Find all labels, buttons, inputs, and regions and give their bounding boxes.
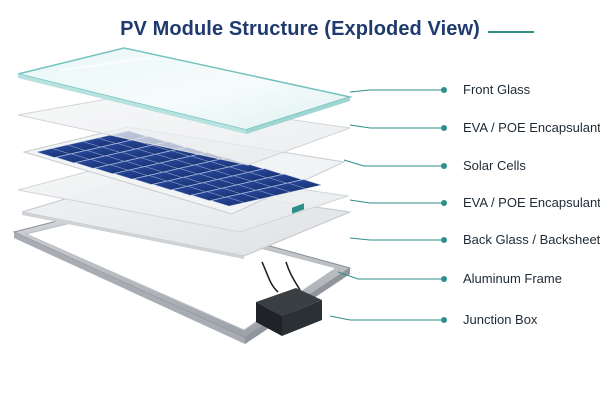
eva-top-layer — [17, 95, 351, 166]
junction-box — [256, 203, 322, 336]
callout-line-solar-cells — [343, 159, 444, 167]
label-solar-cells: Solar Cells — [463, 158, 526, 173]
solar-cell — [229, 163, 264, 173]
label-aluminum-frame: Aluminum Frame — [463, 271, 562, 286]
callout-dot-eva-bottom — [441, 200, 447, 206]
label-front-glass: Front Glass — [463, 82, 531, 97]
callout-dot-eva-top — [441, 125, 447, 131]
junction-box-cables — [261, 261, 301, 293]
callout-line-junction-box — [329, 315, 444, 321]
callout-line-eva-top — [349, 124, 444, 129]
label-eva-bottom: EVA / POE Encapsulant — [463, 195, 600, 210]
callout-line-back-glass — [349, 237, 444, 241]
callout-line-aluminum-frame — [337, 271, 444, 280]
solar-cell — [248, 168, 283, 178]
callout-dot-front-glass — [441, 87, 447, 93]
callout-line-eva-bottom — [349, 199, 444, 204]
callout-dot-junction-box — [441, 317, 447, 323]
label-back-glass: Back Glass / Backsheet — [463, 232, 600, 247]
diagram-title: PV Module Structure (Exploded View) — [120, 18, 480, 40]
label-junction-box: Junction Box — [463, 312, 538, 327]
callout-dot-solar-cells — [441, 163, 447, 169]
callout-dot-back-glass — [441, 237, 447, 243]
solar-cell — [287, 179, 322, 189]
callout-lines — [329, 87, 447, 323]
callout-line-front-glass — [349, 89, 444, 93]
solar-cell — [268, 173, 303, 184]
label-eva-top: EVA / POE Encapsulant — [463, 120, 600, 135]
callout-dot-aluminum-frame — [441, 276, 447, 282]
front-glass-layer — [17, 47, 353, 134]
title-accent-rule — [488, 31, 534, 33]
